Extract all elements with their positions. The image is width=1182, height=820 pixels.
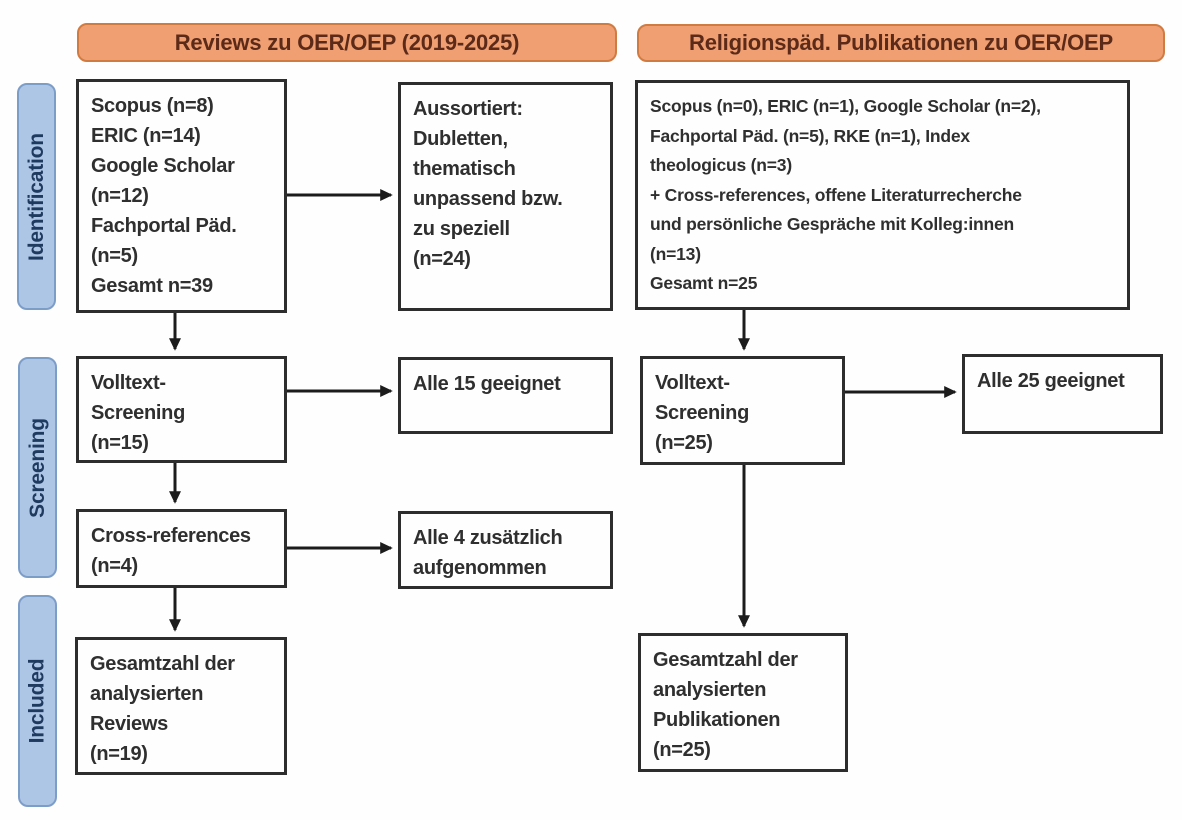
column-header-religionspaed-label: Religionspäd. Publikationen zu OER/OEP xyxy=(689,30,1113,55)
box-left-crossref-result: Alle 4 zusätzlich aufgenommen xyxy=(398,511,613,589)
stage-label-screening-text: Screening xyxy=(25,417,49,518)
stage-label-identification: Identification xyxy=(17,83,56,310)
stage-label-screening: Screening xyxy=(18,357,57,578)
box-right-sources: Scopus (n=0), ERIC (n=1), Google Scholar… xyxy=(635,80,1130,310)
box-left-excluded: Aussortiert: Dubletten, thematisch unpas… xyxy=(398,82,613,311)
column-header-reviews-label: Reviews zu OER/OEP (2019-2025) xyxy=(174,29,520,55)
box-left-crossreferences: Cross-references (n=4) xyxy=(76,509,287,588)
box-left-sources: Scopus (n=8) ERIC (n=14) Google Scholar … xyxy=(76,79,287,313)
box-right-fulltext-screening: Volltext- Screening (n=25) xyxy=(640,356,845,465)
column-header-reviews: Reviews zu OER/OEP (2019-2025) xyxy=(77,23,617,62)
stage-label-identification-text: Identification xyxy=(24,132,48,261)
box-left-fulltext-result: Alle 15 geeignet xyxy=(398,357,613,434)
box-left-included-total: Gesamtzahl der analysierten Reviews (n=1… xyxy=(75,637,287,775)
stage-label-included: Included xyxy=(18,595,57,807)
box-right-included-total: Gesamtzahl der analysierten Publikatione… xyxy=(638,633,848,772)
column-header-religionspaed: Religionspäd. Publikationen zu OER/OEP xyxy=(637,24,1165,62)
box-left-fulltext-screening: Volltext- Screening (n=15) xyxy=(76,356,287,463)
box-right-fulltext-result: Alle 25 geeignet xyxy=(962,354,1163,434)
stage-label-included-text: Included xyxy=(25,658,49,744)
